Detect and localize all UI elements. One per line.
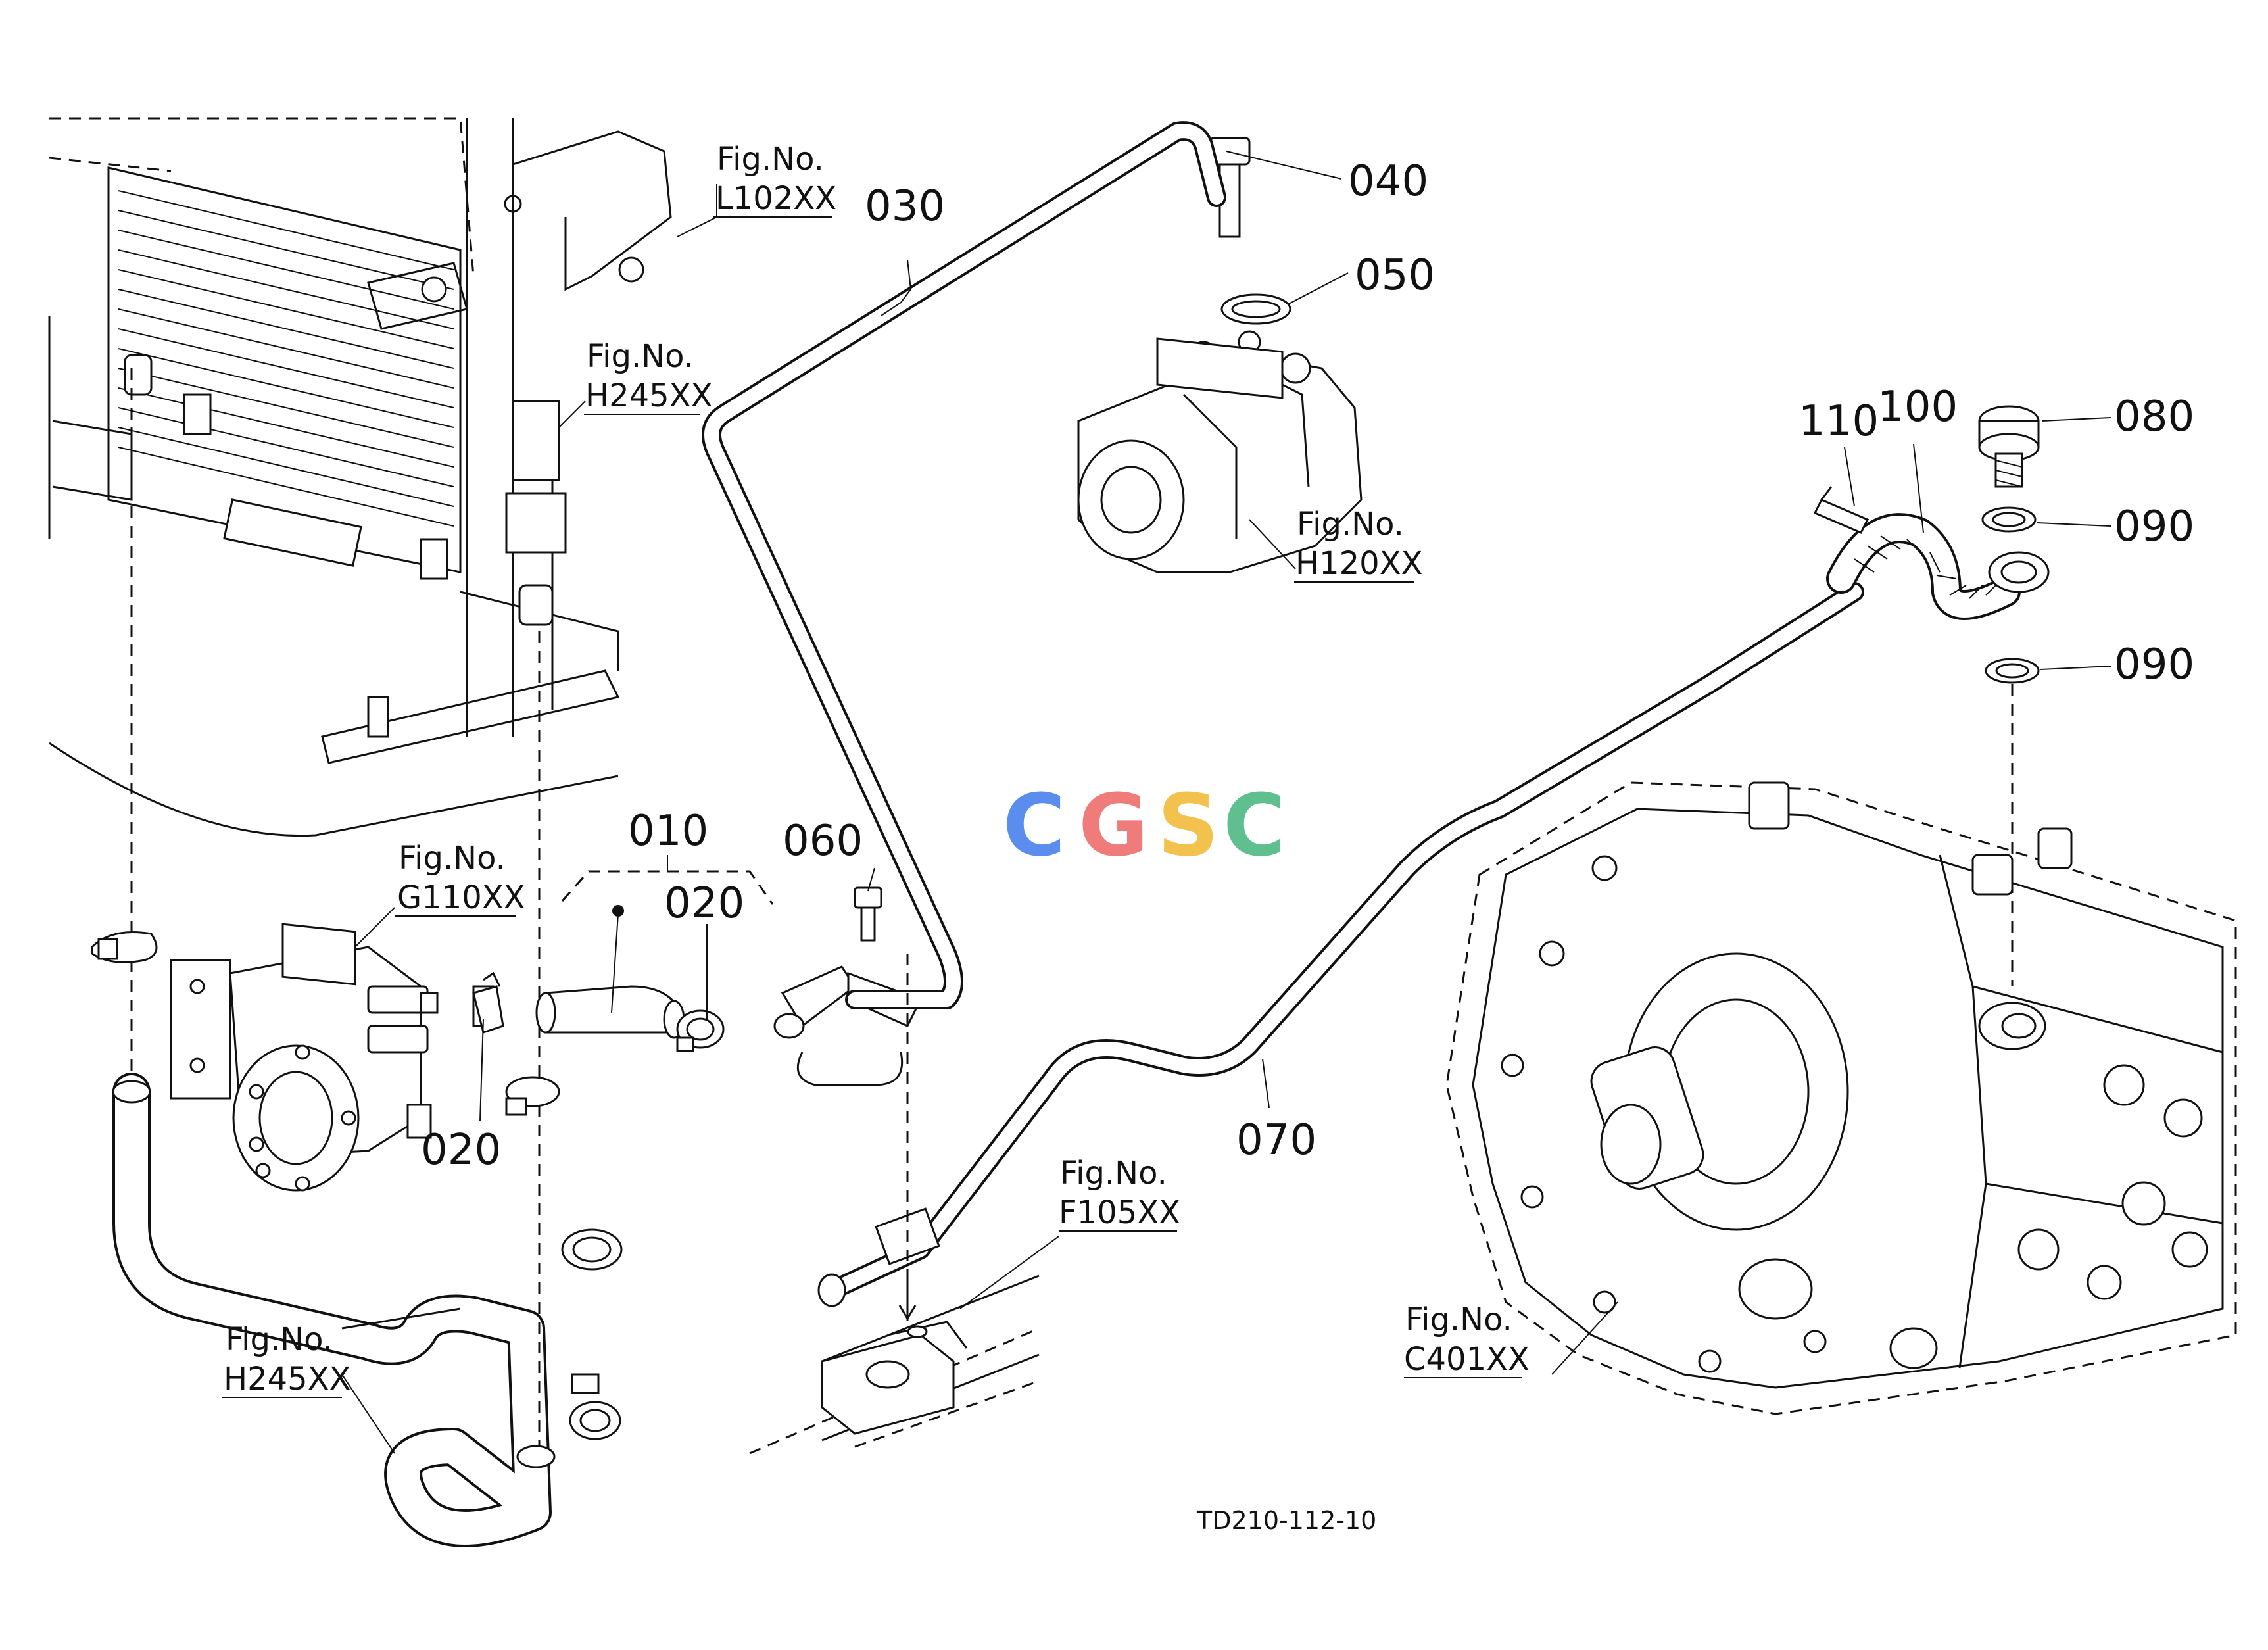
callout-090-lower: 090 — [2114, 641, 2194, 689]
hose-clamp-lower-pair — [505, 1076, 623, 1440]
hose-clip-110 — [1813, 486, 1870, 534]
watermark-letter: C — [1003, 775, 1065, 875]
fig-ref-title: Fig.No. — [226, 1321, 333, 1358]
watermark-letter: S — [1157, 775, 1219, 875]
callout-100: 100 — [1877, 383, 1958, 431]
banjo-bolt-080 — [1978, 405, 2040, 488]
fig-ref-code: H245XX — [585, 377, 712, 414]
fig-ref-code: C401XX — [1404, 1341, 1530, 1378]
flex-hose-100 — [1826, 513, 2021, 620]
fig-ref-g110xx: Fig.No. G110XX — [397, 840, 525, 916]
washer-090-lower — [1985, 658, 2040, 684]
fig-ref-title: Fig.No. — [717, 141, 824, 178]
fig-ref-title: Fig.No. — [1060, 1155, 1167, 1192]
fig-ref-code: H245XX — [224, 1361, 350, 1397]
washer-090-upper — [1981, 506, 2037, 533]
assembly-arrow — [898, 1269, 917, 1321]
callout-030: 030 — [865, 182, 945, 231]
leader-lines — [341, 151, 2111, 1454]
callout-060: 060 — [783, 817, 863, 865]
fig-ref-h120xx: Fig.No. H120XX — [1295, 506, 1422, 582]
fig-ref-h245xx-top: Fig.No. H245XX — [585, 338, 712, 414]
pipe-030 — [702, 121, 1226, 1009]
fig-ref-code: L102XX — [715, 180, 836, 217]
hose-clamp-020-left — [472, 971, 504, 1034]
fig-ref-f105xx: Fig.No. F105XX — [1059, 1155, 1180, 1231]
callout-010: 010 — [628, 807, 708, 856]
fig-ref-title: Fig.No. — [1297, 506, 1404, 543]
bolt-060 — [854, 886, 882, 942]
leader-line — [611, 913, 619, 1013]
leader-dot — [612, 905, 624, 917]
fig-ref-l102xx: Fig.No. L102XX — [715, 141, 836, 217]
banjo-fitting — [1988, 551, 2050, 593]
fig-ref-title: Fig.No. — [587, 338, 694, 375]
fig-ref-c401xx: Fig.No. C401XX — [1404, 1301, 1530, 1378]
fig-ref-code: H120XX — [1295, 545, 1422, 582]
pipe-070 — [817, 582, 1864, 1307]
callout-070: 070 — [1236, 1116, 1316, 1165]
transmission-case-assembly — [1445, 781, 2237, 1415]
fig-ref-code: F105XX — [1059, 1194, 1180, 1231]
cgsc-watermark-logo: C G S C — [1003, 775, 1286, 875]
callout-050: 050 — [1355, 251, 1435, 300]
fig-ref-title: Fig.No. — [1405, 1301, 1512, 1338]
hose-010 — [535, 985, 685, 1039]
callout-080: 080 — [2114, 393, 2194, 441]
callout-110: 110 — [1798, 397, 1879, 446]
callout-020-left: 020 — [421, 1126, 501, 1175]
radiator-oil-cooler-assembly — [48, 117, 672, 837]
pipe-joint-nipple — [773, 965, 923, 1086]
hydraulic-pump-assembly — [1077, 137, 1363, 573]
fig-ref-h245xx-bottom: Fig.No. H245XX — [224, 1321, 350, 1397]
diagram-code: TD210-112-10 — [1196, 1506, 1376, 1535]
watermark-letter: G — [1078, 775, 1149, 875]
callout-020-right: 020 — [664, 879, 744, 928]
group-bracket-010 — [561, 870, 774, 905]
fig-ref-title: Fig.No. — [398, 840, 506, 877]
filter-valve-assembly — [91, 923, 495, 1192]
callout-040: 040 — [1348, 157, 1428, 206]
callout-090-upper: 090 — [2114, 502, 2194, 551]
watermark-letter: C — [1223, 775, 1286, 875]
fig-ref-underlines — [222, 216, 1522, 1398]
fig-ref-code: G110XX — [397, 879, 525, 916]
frame-bracket-assembly — [749, 1274, 1040, 1455]
hose-clamp-020-right — [676, 1009, 725, 1052]
